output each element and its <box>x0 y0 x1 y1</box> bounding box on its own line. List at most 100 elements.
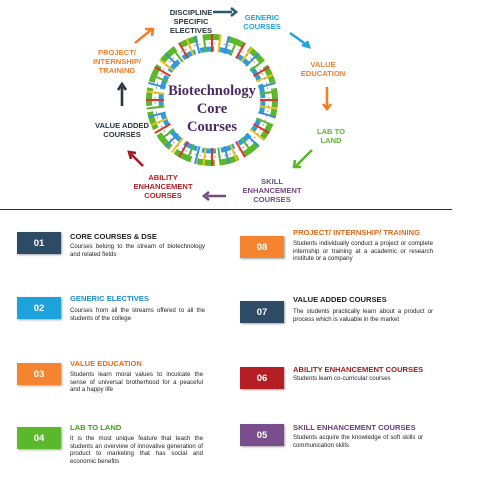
center-title-line-2: Core <box>197 101 228 117</box>
course-card-07: 07 VALUE ADDED COURSES The students prac… <box>240 295 460 333</box>
dna-rung-icon <box>255 117 274 127</box>
dna-rung-icon <box>154 123 171 134</box>
cycle-label-line: TRAINING <box>99 66 136 75</box>
cycle-label-line: LAND <box>320 136 342 145</box>
course-description: Courses belong to the stream of biotechn… <box>70 243 205 258</box>
center-title-line-1: Biotechnology <box>168 83 257 99</box>
dna-rung-icon <box>164 133 179 148</box>
course-card-08: 08 PROJECT/ INTERNSHIP/ TRAINING Student… <box>240 228 460 274</box>
cycle-label-line: COURSES <box>144 191 182 200</box>
cycle-label-line: GENERIC <box>245 13 280 22</box>
course-title: LAB TO LAND <box>70 423 122 432</box>
cycle-arrow-3-icon <box>321 87 333 112</box>
cycle-label-line: COURSES <box>243 22 281 31</box>
dna-rung-icon <box>164 52 179 67</box>
course-card-06: 06 ABILITY ENHANCEMENT COURSES Students … <box>240 363 470 393</box>
cycle-label-line: ELECTIVES <box>170 26 212 35</box>
dna-rung-icon <box>235 42 246 59</box>
course-description: Students learn moral values to inculcate… <box>70 371 203 394</box>
cycle-item-ability-enhancement-courses: ABILITY ENHANCEMENT COURSES <box>133 173 192 200</box>
cycle-label-line: INTERNSHIP/ <box>93 57 142 66</box>
course-card-01: 01 CORE COURSES & DSE Courses belong to … <box>17 232 217 268</box>
cycle-arrow-1-icon <box>213 6 239 18</box>
course-title: PROJECT/ INTERNSHIP/ TRAINING <box>293 228 420 237</box>
course-card-03: 03 VALUE EDUCATION Students learn moral … <box>17 359 217 403</box>
cycle-label-line: VALUE ADDED <box>95 121 150 130</box>
cycle-label-line: ENHANCEMENT <box>242 186 301 195</box>
dna-rung-icon <box>253 66 270 77</box>
cycle-label-line: DISCIPLINE <box>170 8 213 17</box>
dna-rung-icon <box>258 81 277 89</box>
cycle-item-project-internship-training: PROJECT/ INTERNSHIP/ TRAINING <box>93 48 142 75</box>
dna-rung-icon <box>147 81 166 89</box>
cycle-label-line: SPECIFIC <box>173 17 209 26</box>
dna-rung-icon <box>235 141 246 158</box>
course-title: ABILITY ENHANCEMENT COURSES <box>293 365 424 374</box>
course-number-badge: 04 <box>17 427 61 449</box>
cycle-item-generic-courses: GENERIC COURSES <box>243 13 281 31</box>
cycle-label-line: ABILITY <box>148 173 178 182</box>
course-title: VALUE ADDED COURSES <box>293 295 387 304</box>
cycle-arrow-4-icon <box>292 149 313 169</box>
dna-rung-icon <box>178 141 189 158</box>
dna-rung-icon <box>178 42 189 59</box>
course-card-02: 02 GENERIC ELECTIVES Courses from all th… <box>17 294 217 333</box>
cycle-label-line: COURSES <box>103 130 141 139</box>
course-description: It is the most unique feature that teach… <box>70 435 203 465</box>
course-description: Students acquire the knowledge of soft s… <box>293 434 423 449</box>
dna-rung-icon <box>245 52 260 67</box>
cycle-item-skill-enhancement-courses: SKILL ENHANCEMENT COURSES <box>242 177 301 204</box>
course-title: SKILL ENHANCEMENT COURSES <box>293 423 416 432</box>
dna-rung-icon <box>253 123 270 134</box>
course-number-badge: 01 <box>17 232 61 254</box>
dna-rung-icon <box>147 111 166 119</box>
dna-rung-icon <box>223 35 231 54</box>
cycle-arrow-7-icon <box>116 81 128 106</box>
course-description: The students practically learn about a p… <box>293 308 433 323</box>
center-title-line-3: Courses <box>187 119 237 135</box>
course-description: Students learn co-curricular courses <box>293 375 391 382</box>
dna-rung-icon <box>249 128 265 141</box>
cycle-label-line: SKILL <box>261 177 283 186</box>
course-description: Students individually conduct a project … <box>293 240 433 263</box>
dna-rung-icon <box>240 137 253 153</box>
cycle-item-value-education: VALUE EDUCATION <box>301 60 346 78</box>
dna-helix-ring-icon <box>146 34 278 166</box>
dna-rung-icon <box>154 66 171 77</box>
course-card-05: 05 SKILL ENHANCEMENT COURSES Students ac… <box>240 423 470 457</box>
course-number-badge: 05 <box>240 424 284 446</box>
dna-rung-icon <box>223 146 231 165</box>
course-title: CORE COURSES & DSE <box>70 232 157 241</box>
cycle-label-line: LAB TO <box>317 127 345 136</box>
dna-rung-icon <box>245 133 260 148</box>
cycle-arrow-2-icon <box>289 31 312 49</box>
biotechnology-cycle-diagram: Biotechnology Core Courses DISCIPLINE SP… <box>93 6 346 204</box>
cycle-item-value-added-courses: VALUE ADDED COURSES <box>95 121 150 139</box>
dna-rung-icon <box>259 105 278 110</box>
cycle-label-line: ENHANCEMENT <box>133 182 192 191</box>
cycle-arrow-5-icon <box>201 190 226 202</box>
dna-rung-icon <box>258 111 277 119</box>
cycle-item-discipline-specific-electives: DISCIPLINE SPECIFIC ELECTIVES <box>170 8 213 35</box>
course-number-badge: 03 <box>17 363 61 385</box>
cycle-arrow-8-icon <box>134 27 155 45</box>
cycle-label-line: VALUE <box>310 60 335 69</box>
course-number-badge: 08 <box>240 236 284 258</box>
course-card-04: 04 LAB TO LAND It is the most unique fea… <box>17 423 217 475</box>
cycle-item-lab-to-land: LAB TO LAND <box>317 127 345 145</box>
dna-rung-icon <box>229 143 239 162</box>
cycle-label-line: PROJECT/ <box>98 48 137 57</box>
course-number-badge: 02 <box>17 297 61 319</box>
cycle-arrow-6-icon <box>127 150 144 167</box>
cycle-label-line: EDUCATION <box>301 69 346 78</box>
course-title: GENERIC ELECTIVES <box>70 294 149 303</box>
dna-rung-icon <box>193 35 201 54</box>
course-description: Courses from all the streams offered to … <box>70 307 205 322</box>
dna-rung-icon <box>193 146 201 165</box>
cycle-label-line: COURSES <box>253 195 291 204</box>
center-title: Biotechnology Core Courses <box>168 83 257 135</box>
course-number-badge: 07 <box>240 301 284 323</box>
course-number-badge: 06 <box>240 367 284 389</box>
section-divider <box>0 209 452 210</box>
course-title: VALUE EDUCATION <box>70 359 142 368</box>
